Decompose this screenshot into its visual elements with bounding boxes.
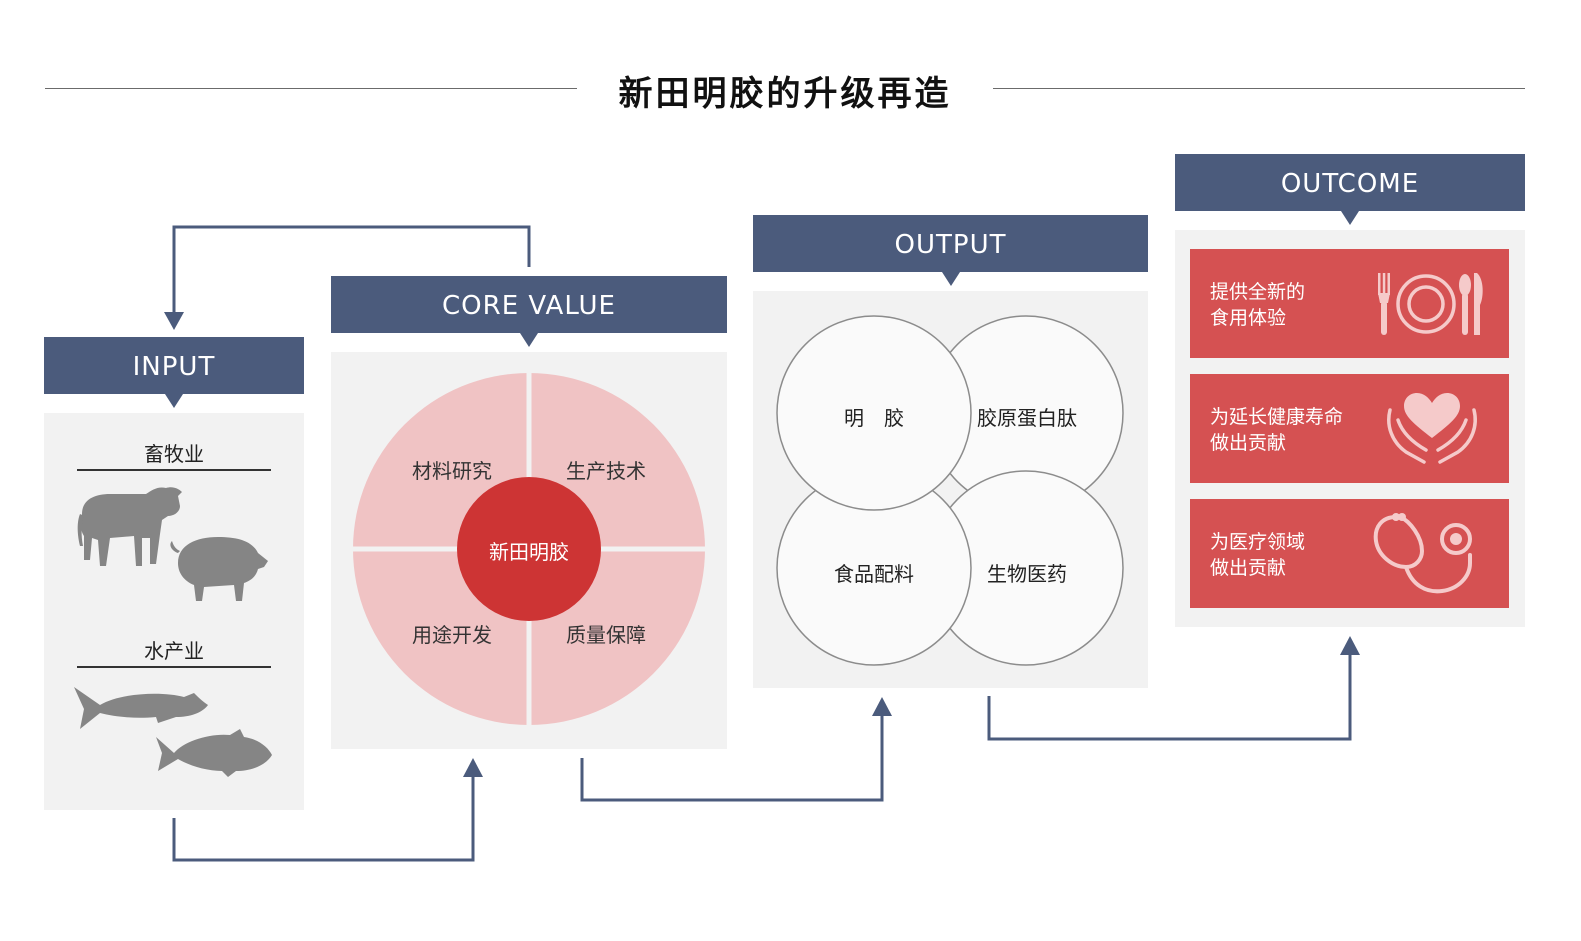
fish-icon bbox=[156, 729, 272, 777]
output-label-gelatin: 明 胶 bbox=[844, 406, 904, 430]
category-aquaculture: 水产业 bbox=[144, 639, 204, 663]
tableware-icon bbox=[1378, 273, 1483, 335]
outcome-card-health-line2: 做出贡献 bbox=[1210, 432, 1287, 454]
output-label-collagen-peptide: 胶原蛋白肽 bbox=[977, 406, 1077, 430]
arrowhead-into-core bbox=[463, 758, 483, 777]
outcome-card-health-line1: 为延长健康寿命 bbox=[1210, 406, 1344, 428]
output-header: OUTPUT bbox=[753, 215, 1148, 286]
core-value-center-label: 新田明胶 bbox=[489, 540, 569, 564]
arrowhead-into-input bbox=[164, 312, 184, 330]
outcome-card-medical-line2: 做出贡献 bbox=[1210, 557, 1287, 579]
core-value-wheel bbox=[352, 372, 706, 726]
arrowhead-into-outcome bbox=[1340, 636, 1360, 655]
salmon-icon bbox=[74, 687, 208, 729]
core-value-header: CORE VALUE bbox=[331, 276, 727, 347]
output-venn bbox=[776, 315, 1124, 666]
output-label-biomedicine: 生物医药 bbox=[987, 562, 1067, 586]
pig-icon bbox=[170, 537, 268, 601]
outcome-card-medical: 为医疗领域 做出贡献 bbox=[1190, 499, 1509, 608]
stethoscope-icon bbox=[1373, 513, 1472, 594]
outcome-card-dining-line1: 提供全新的 bbox=[1210, 281, 1306, 303]
category-livestock-underline bbox=[77, 469, 271, 471]
quadrant-material-research: 材料研究 bbox=[412, 459, 492, 483]
output-circle-gelatin bbox=[776, 315, 972, 511]
connector-input-to-core bbox=[172, 775, 475, 862]
output-label-food-ingredient: 食品配料 bbox=[834, 562, 914, 586]
connector-output-to-outcome bbox=[987, 653, 1352, 741]
outcome-header: OUTCOME bbox=[1175, 154, 1525, 225]
outcome-card-dining: 提供全新的 食用体验 bbox=[1190, 249, 1509, 358]
quadrant-production-technology: 生产技术 bbox=[566, 459, 646, 483]
cow-icon bbox=[77, 487, 182, 566]
title-rule-left bbox=[45, 88, 577, 89]
loop-core-to-input bbox=[172, 225, 531, 316]
quadrant-quality-assurance: 质量保障 bbox=[566, 623, 646, 647]
outcome-card-dining-text: 提供全新的 食用体验 bbox=[1210, 279, 1380, 331]
category-aquaculture-underline bbox=[77, 666, 271, 668]
arrowhead-into-output bbox=[872, 697, 892, 716]
outcome-card-health-text: 为延长健康寿命 做出贡献 bbox=[1210, 404, 1380, 456]
outcome-card-medical-text: 为医疗领域 做出贡献 bbox=[1210, 529, 1380, 581]
quadrant-application-development: 用途开发 bbox=[412, 623, 492, 647]
outcome-card-health: 为延长健康寿命 做出贡献 bbox=[1190, 374, 1509, 483]
connector-core-to-output bbox=[580, 714, 884, 802]
input-header: INPUT bbox=[44, 337, 304, 408]
core-value-center bbox=[457, 477, 601, 621]
outcome-card-medical-line1: 为医疗领域 bbox=[1210, 531, 1306, 553]
title-rule-right bbox=[993, 88, 1525, 89]
page-title: 新田明胶的升级再造 bbox=[618, 74, 952, 114]
category-livestock: 畜牧业 bbox=[144, 442, 204, 466]
heart-hands-icon bbox=[1387, 393, 1477, 464]
outcome-card-dining-line2: 食用体验 bbox=[1210, 307, 1287, 329]
